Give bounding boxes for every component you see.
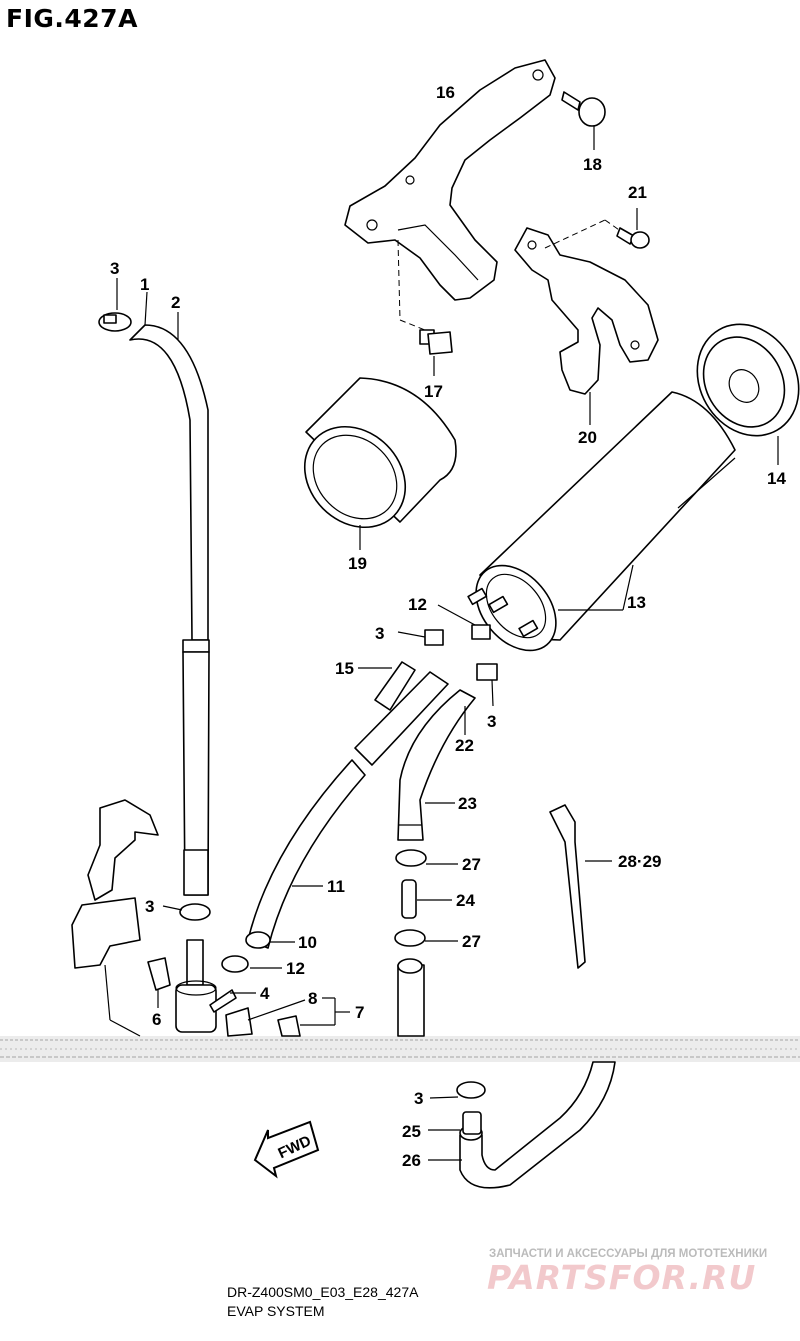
hose-26	[428, 1061, 616, 1189]
callout-12b: 12	[286, 959, 305, 978]
callout-3c: 3	[487, 712, 496, 731]
callout-19: 19	[348, 554, 367, 573]
callout-10: 10	[298, 933, 317, 952]
scan-seam	[0, 1036, 800, 1062]
bolt-21	[616, 208, 650, 249]
clamp-27-lower	[394, 929, 458, 947]
clamp-3-right	[476, 663, 498, 707]
callout-23: 23	[458, 794, 477, 813]
figure-title: FIG.427A	[6, 4, 138, 33]
bracket-7	[277, 997, 350, 1037]
callout-3b: 3	[375, 624, 384, 643]
callout-numbers: 16 18 21 3 1 2 17 20 14 19 13 12 3 15 3 …	[110, 83, 786, 1170]
fwd-direction-arrow: FWD	[253, 1120, 320, 1179]
callout-2: 2	[171, 293, 180, 312]
callout-7: 7	[355, 1003, 364, 1022]
callout-3a: 3	[110, 259, 119, 278]
watermark-tagline: ЗАПЧАСТИ И АКСЕССУАРЫ ДЛЯ МОТОТЕХНИКИ	[489, 1248, 768, 1260]
callout-18: 18	[583, 155, 602, 174]
callout-17: 17	[424, 382, 443, 401]
cap-14	[696, 323, 800, 465]
callout-3e: 3	[414, 1089, 423, 1108]
watermark-logo: PARTSFOR.RU	[487, 1258, 757, 1297]
callout-24: 24	[456, 891, 475, 910]
section-title: EVAP SYSTEM	[227, 1303, 325, 1319]
clamp-12-upper	[437, 604, 491, 640]
hose-22-23	[397, 689, 476, 841]
callout-8: 8	[308, 989, 317, 1008]
clamp-3-top	[98, 278, 132, 332]
model-code: DR-Z400SM0_E03_E28_427A	[227, 1284, 419, 1300]
valve-4	[175, 939, 256, 1033]
callout-6: 6	[152, 1010, 161, 1029]
canister-13	[467, 391, 736, 652]
clip-8	[225, 999, 306, 1037]
clamp-3-left	[162, 903, 211, 921]
clamp-3-upper	[397, 629, 444, 646]
fitting-25	[428, 1111, 482, 1135]
clamp-12-lower	[221, 955, 282, 973]
callout-20: 20	[578, 428, 597, 447]
callout-28-29: 28·29	[618, 852, 661, 871]
tie-28-29	[549, 804, 612, 969]
hose-2	[129, 291, 210, 896]
callout-25: 25	[402, 1122, 421, 1141]
clamp-3-bottom	[429, 1081, 486, 1099]
clip-6	[147, 957, 171, 1008]
callout-13: 13	[627, 593, 646, 612]
callout-11: 11	[327, 877, 345, 896]
hose-11	[245, 661, 449, 949]
bracket-20	[514, 219, 659, 425]
joint-24	[401, 879, 452, 919]
hose-upper-lower-section	[397, 958, 425, 1037]
callout-22: 22	[455, 736, 474, 755]
bracket-16	[344, 59, 556, 301]
callout-1: 1	[140, 275, 149, 294]
callout-3d: 3	[145, 897, 154, 916]
callout-27b: 27	[462, 932, 481, 951]
clamp-27-upper	[395, 849, 458, 867]
callout-21: 21	[628, 183, 647, 202]
callout-14: 14	[767, 469, 786, 488]
cover-19	[303, 377, 457, 550]
callout-16: 16	[436, 83, 455, 102]
bracket-left	[71, 799, 159, 1037]
callout-27a: 27	[462, 855, 481, 874]
callout-15: 15	[335, 659, 354, 678]
bolt-17	[397, 239, 453, 376]
callout-4: 4	[260, 984, 270, 1003]
callout-12a: 12	[408, 595, 427, 614]
callout-26: 26	[402, 1151, 421, 1170]
bolt-18	[561, 91, 606, 150]
